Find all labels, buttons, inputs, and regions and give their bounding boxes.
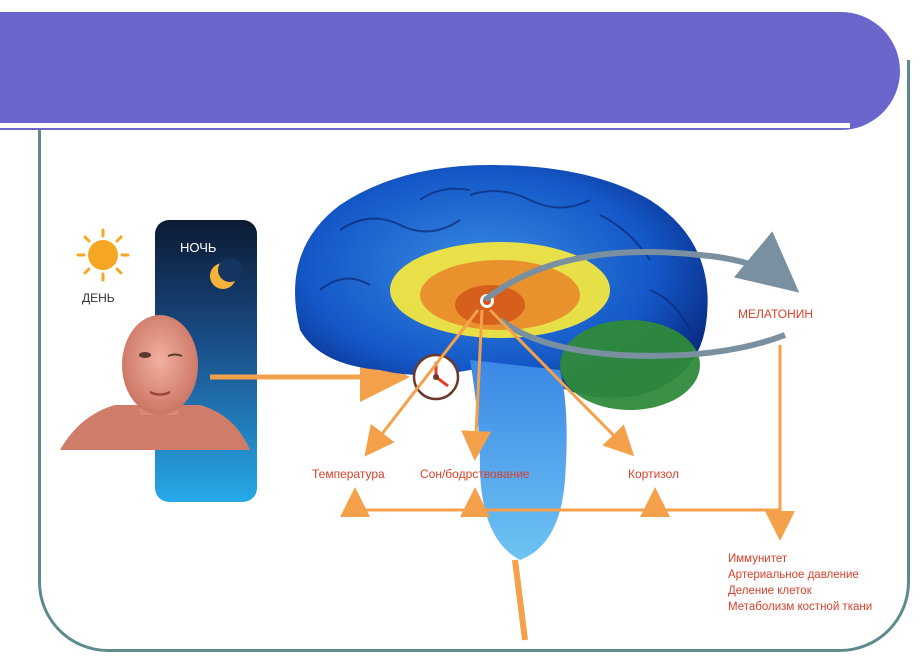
clock-icon [412, 353, 460, 401]
melatonin-label: МЕЛАТОНИН [738, 307, 813, 321]
cortisol-label: Кортизол [628, 467, 679, 481]
slide-frame [38, 60, 910, 652]
effect-item: Артериальное давление [728, 569, 859, 581]
temperature-arrow [364, 309, 480, 457]
effect-item: Деление клеток [728, 585, 813, 597]
sun-icon [76, 228, 130, 282]
cortisol-arrow [488, 308, 635, 457]
crescent-moon-icon [210, 258, 242, 289]
night-label: НОЧЬ [180, 240, 216, 255]
melatonin-output-arrow [483, 231, 800, 303]
day-label: ДЕНЬ [82, 291, 115, 305]
melatonin-feedback-arrow [498, 317, 787, 359]
title-underline [0, 123, 850, 128]
effects-list: Иммунитет Артериальное давление Деление … [728, 553, 872, 613]
effect-item: Метаболизм костной ткани [728, 601, 872, 613]
sleep-wake-arrow [461, 309, 492, 461]
human-face [60, 315, 250, 450]
temperature-label: Температура [312, 467, 385, 481]
effect-item: Иммунитет [728, 553, 788, 565]
sleep-wake-label: Сон/бодрствование [420, 467, 530, 481]
brain-illustration [295, 165, 708, 641]
title-bar [0, 12, 900, 130]
